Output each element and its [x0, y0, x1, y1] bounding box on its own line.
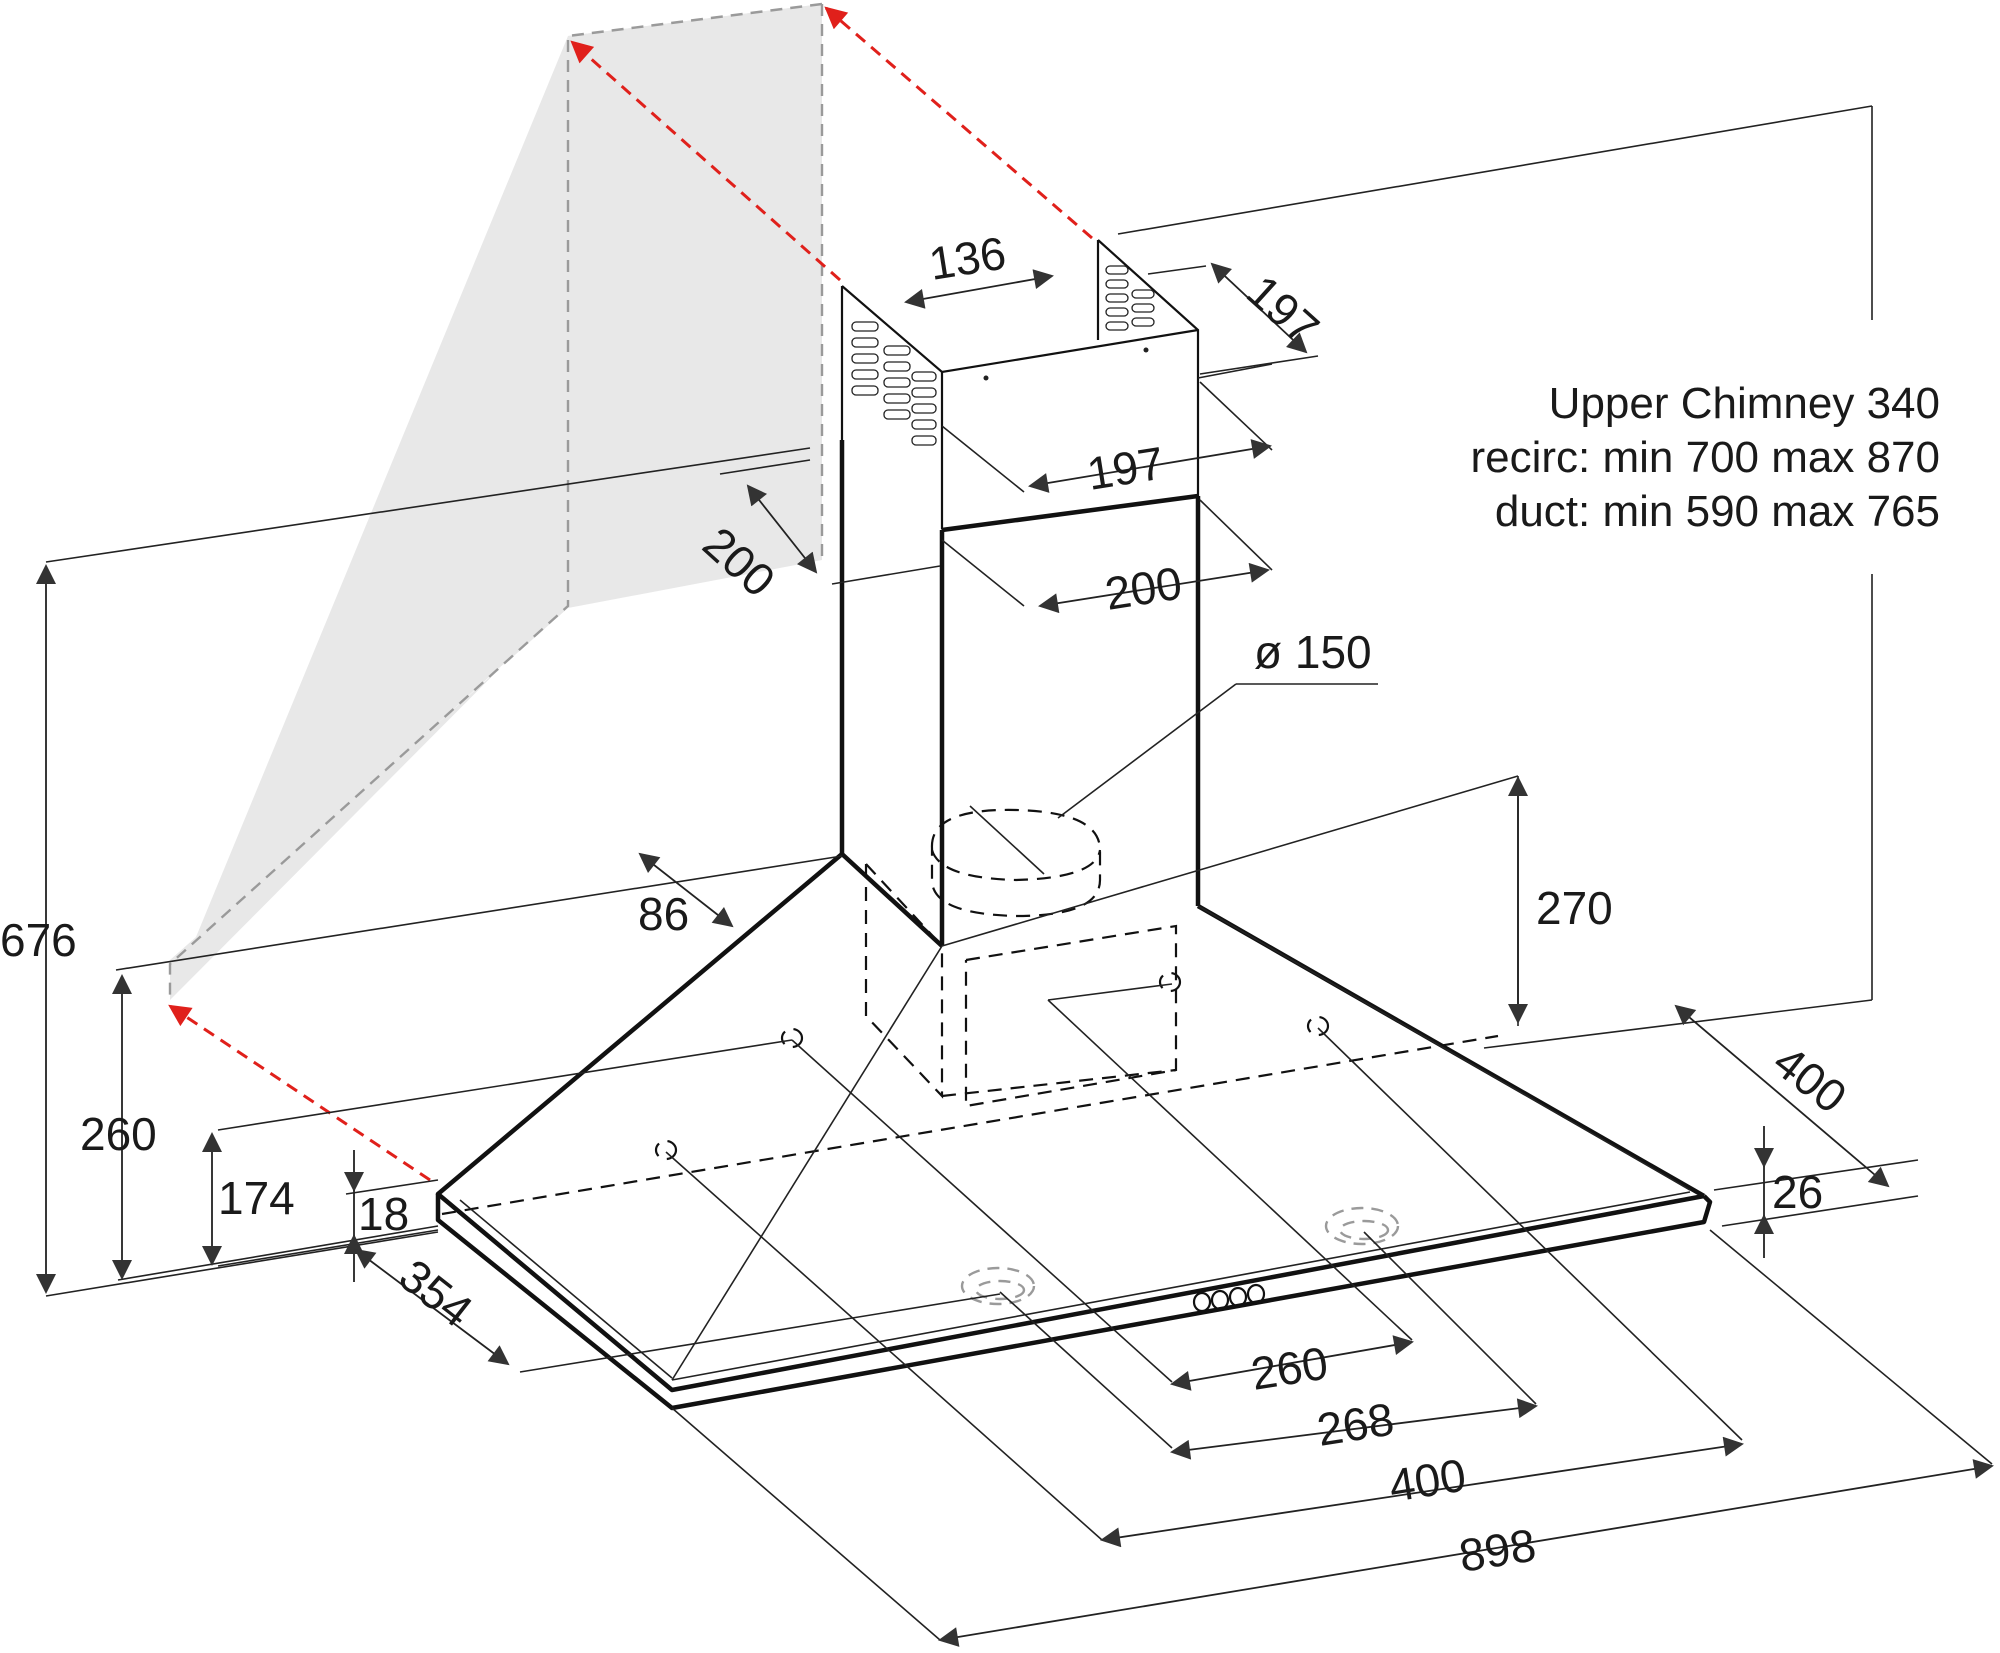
note-line-2: recirc: min 700 max 870 — [1470, 433, 1940, 482]
note-line-3: duct: min 590 max 765 — [1495, 487, 1940, 536]
vent-slots-right — [1105, 265, 1155, 331]
installation-arrows — [168, 6, 1093, 1182]
dim-overall-width: 898 — [1455, 1519, 1539, 1582]
dim-hole-spacing-2: 268 — [1313, 1393, 1397, 1456]
dim-front-edge: 26 — [1772, 1166, 1823, 1218]
dim-chimney-offset: 86 — [638, 888, 689, 940]
duct-outlet — [930, 805, 1102, 918]
dim-upper-chimney-front: 197 — [1083, 437, 1167, 500]
dim-hood-depth: 354 — [390, 1249, 482, 1337]
dim-hole-spacing-1: 260 — [1247, 1337, 1331, 1400]
dim-depth-right: 400 — [1764, 1035, 1856, 1123]
dim-edge-height: 18 — [358, 1188, 409, 1240]
dimension-lines — [36, 262, 1994, 1647]
dim-duct-diameter: ø 150 — [1254, 626, 1372, 678]
dimension-labels: 136 197 197 200 200 ø 150 86 270 676 260… — [0, 227, 1856, 1582]
dim-upper-chimney-depth: 197 — [1237, 265, 1329, 355]
dim-upper-chimney-width: 136 — [925, 227, 1009, 290]
chimney-note: Upper Chimney 340 recirc: min 700 max 87… — [1470, 379, 1940, 536]
dim-canopy-height: 270 — [1536, 882, 1613, 934]
dim-wall-bracket-height: 260 — [80, 1108, 157, 1160]
control-panel — [1192, 1283, 1266, 1313]
dim-side-height: 174 — [218, 1172, 295, 1224]
note-line-1: Upper Chimney 340 — [1549, 379, 1940, 428]
dim-lower-chimney-front: 200 — [1101, 557, 1185, 620]
hood-canopy — [435, 852, 1713, 1411]
dim-hole-spacing-3: 400 — [1385, 1449, 1469, 1512]
vent-slots-left — [851, 321, 937, 446]
dim-total-height: 676 — [0, 914, 77, 966]
wall-outline — [168, 2, 824, 1000]
